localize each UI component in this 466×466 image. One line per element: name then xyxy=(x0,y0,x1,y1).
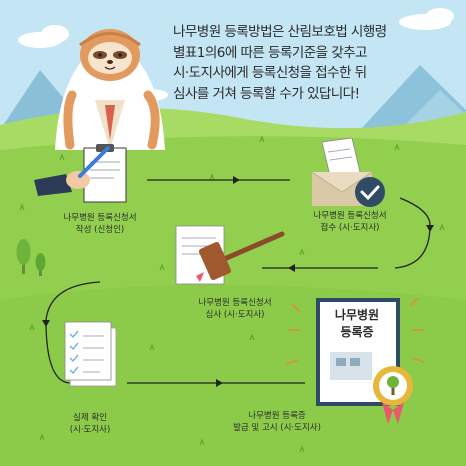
sloth-mascot-illustration xyxy=(55,29,165,150)
headline-line-3: 시·도지사에게 등록신청을 접수한 뒤 xyxy=(173,65,367,81)
headline-line-2: 별표1의6에 따른 등록기준을 갖추고 xyxy=(173,44,368,61)
step2-receipt-icon xyxy=(311,137,385,207)
path-arrows xyxy=(42,176,434,387)
certificate-title: 나무병원 등록증 xyxy=(334,308,380,339)
headline: 나무병원 등록방법은 산림보호법 시행령 별표1의6에 따른 등록기준을 갖추고… xyxy=(173,22,463,104)
certificate-illustration xyxy=(285,297,425,424)
step4-checklist-icon xyxy=(64,321,117,387)
step-3-label: 나무병원 등록신청서 심사 (시·도지사) xyxy=(198,298,272,320)
step-2-label: 나무병원 등록신청서 접수 (시·도지사) xyxy=(313,211,387,233)
step3-review-gavel-icon xyxy=(175,225,285,285)
grass-tufts xyxy=(19,135,445,453)
headline-line-1: 나무병원 등록방법은 산림보호법 시행령 xyxy=(173,24,387,40)
step-1-label: 나무병원 등록신청서 작성 (신청인) xyxy=(63,213,137,235)
step-5-label: 나무병원 등록증 발급 및 고시 (시·도지사) xyxy=(233,411,321,433)
step-4-label: 실제 확인 (시·도지사) xyxy=(69,413,111,435)
tree-left xyxy=(16,239,46,276)
headline-line-4: 심사를 거쳐 등록할 수가 있답니다! xyxy=(173,85,360,102)
step1-signing-icon xyxy=(34,144,127,203)
